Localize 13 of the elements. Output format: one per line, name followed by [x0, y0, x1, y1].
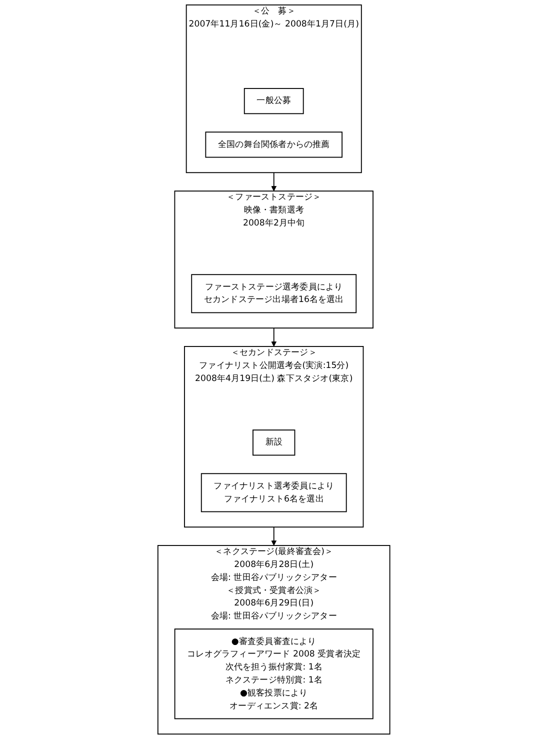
- cluster: [174, 190, 374, 328]
- cluster: [184, 346, 364, 528]
- cluster: [186, 4, 362, 174]
- node-box: [252, 430, 295, 456]
- node-box: [174, 628, 373, 720]
- arrow: [270, 172, 276, 192]
- arrow: [270, 328, 276, 347]
- cluster: [157, 545, 390, 735]
- node-box: [190, 274, 356, 314]
- node-box: [204, 132, 342, 158]
- node-box: [200, 473, 346, 512]
- node-box: [244, 88, 304, 114]
- arrow: [270, 526, 276, 546]
